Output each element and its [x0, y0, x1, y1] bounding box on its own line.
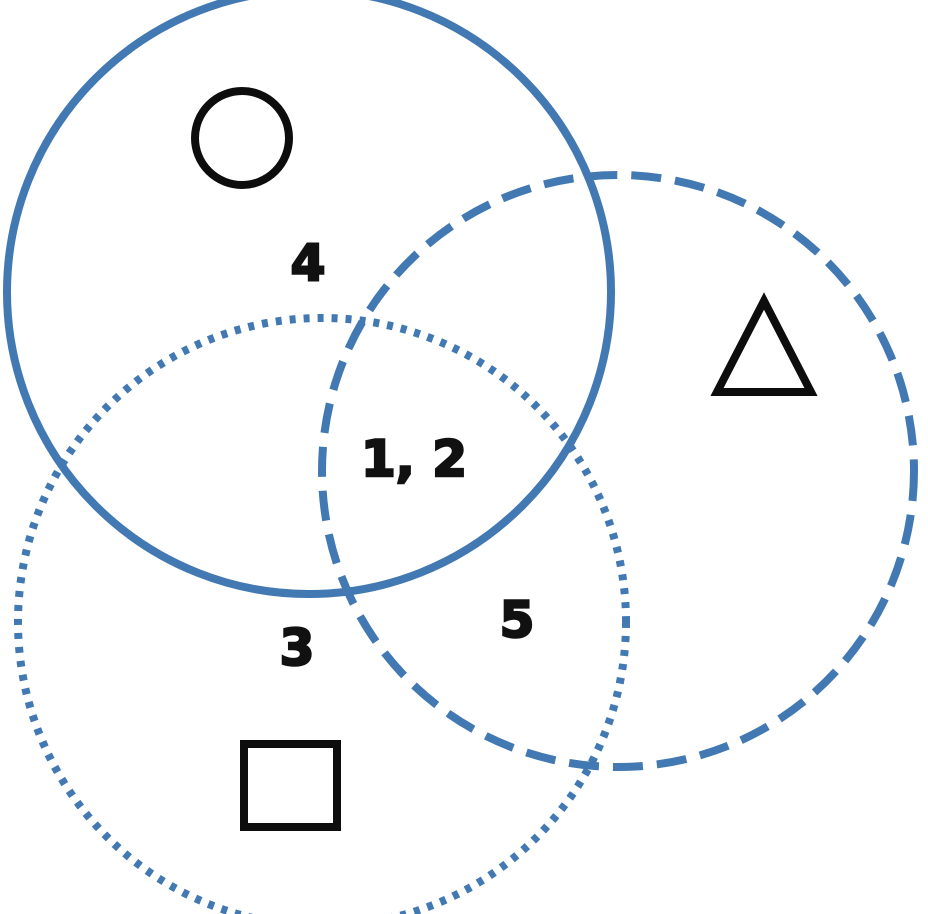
square-set-circle — [14, 314, 630, 914]
triangle-set-circle — [318, 171, 918, 771]
circle-set-circle — [3, 0, 615, 598]
region-label-triangle-and-square: 5 — [500, 591, 535, 649]
region-label-circle-only: 4 — [291, 234, 326, 292]
circle-symbol-icon — [191, 87, 293, 189]
region-label-square-only: 3 — [280, 619, 315, 677]
region-label-center: 1, 2 — [361, 430, 467, 488]
triangle-symbol-icon — [710, 292, 818, 396]
square-symbol-icon — [240, 740, 341, 831]
